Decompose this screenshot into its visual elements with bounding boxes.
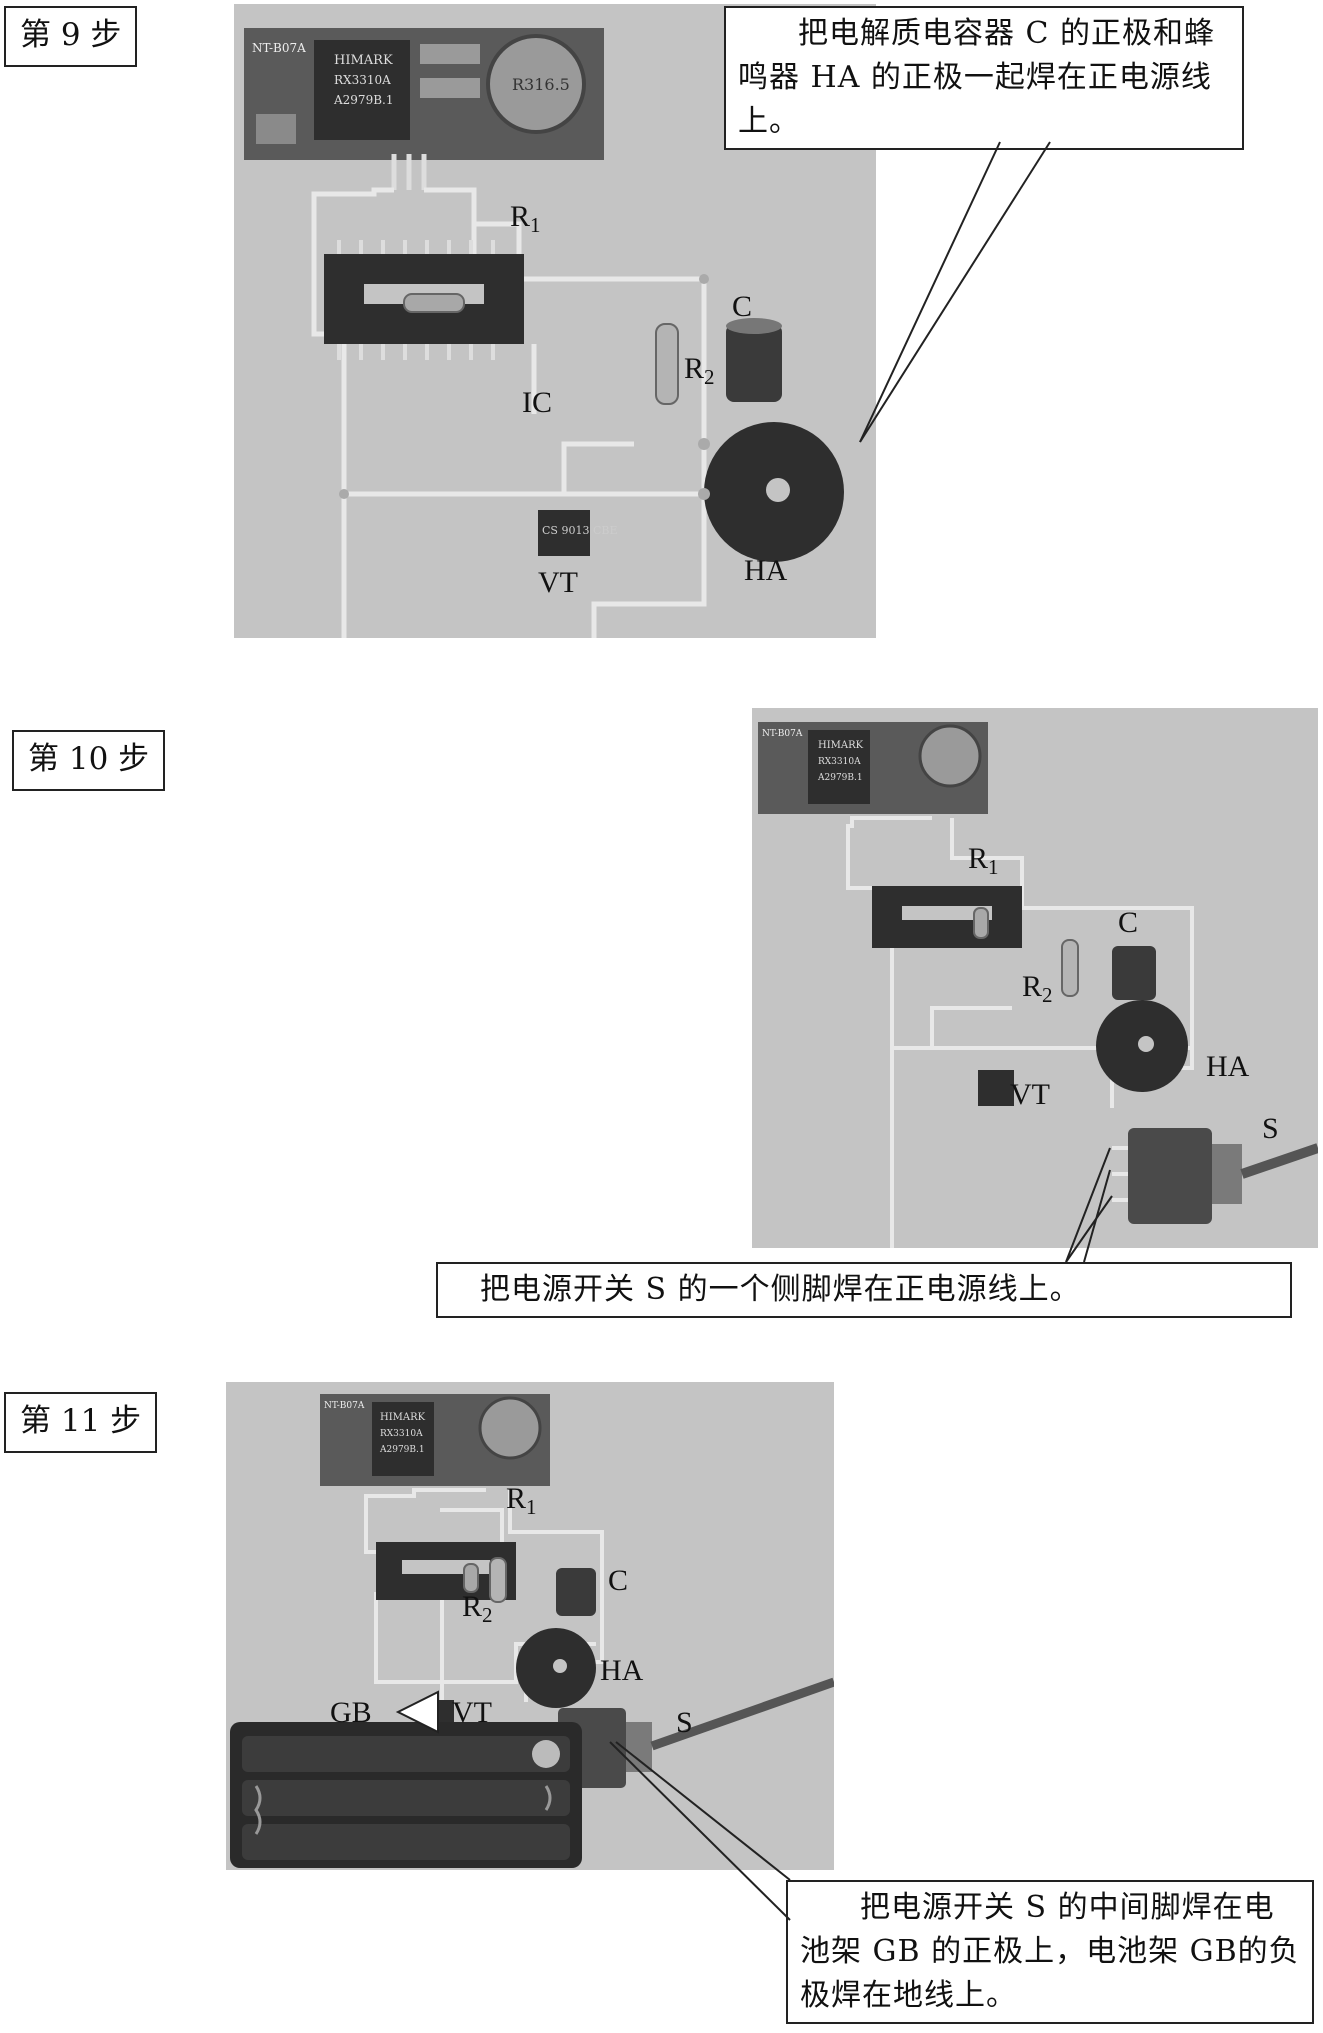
resistor-r1: [973, 907, 989, 939]
module-code-text: A2979B.1: [817, 773, 863, 783]
transistor-vt: [978, 1070, 1014, 1106]
label-ha: HA: [744, 554, 788, 587]
pointer-line: [859, 141, 1001, 443]
step-10-callout: 把电源开关 S 的一个侧脚焊在正电源线上。: [436, 1262, 1292, 1318]
wire: [311, 187, 394, 337]
resistor-r1: [463, 1563, 479, 1593]
resistor-r2: [655, 323, 679, 405]
module-board-text: NT-B07A: [324, 1401, 365, 1411]
label-c: C: [1118, 906, 1139, 939]
label-r1: R1: [968, 842, 999, 879]
label-r2: R2: [1022, 970, 1053, 1007]
label-s: S: [1262, 1112, 1279, 1145]
module-brand-text: HIMARK: [818, 740, 864, 751]
label-r2: R2: [684, 352, 715, 389]
label-r1: R1: [510, 200, 541, 237]
step-9-circuit-illustration: NT-B07A HIMARK RX3310A A2979B.1 R316.5: [244, 28, 844, 638]
label-r1: R1: [506, 1482, 537, 1519]
label-vt: VT: [452, 1696, 492, 1729]
capacitor-c: [1112, 946, 1156, 1000]
label-vt: VT: [1010, 1078, 1050, 1111]
switch-s: [1128, 1128, 1212, 1224]
module-chip-text: RX3310A: [334, 73, 391, 87]
crystal-oscillator: [918, 724, 982, 788]
step-9-label: 第 9 步: [4, 6, 138, 67]
step-10-circuit-illustration: NT-B07A HIMARK RX3310A A2979B.1: [758, 722, 1318, 1248]
label-ha: HA: [600, 1654, 644, 1687]
label-ha: HA: [1206, 1050, 1250, 1083]
label-c: C: [608, 1564, 629, 1597]
crystal-oscillator: [478, 1396, 542, 1460]
module-board-text: NT-B07A: [762, 729, 803, 739]
label-vt: VT: [538, 566, 578, 599]
module-code-text: A2979B.1: [379, 1445, 425, 1455]
crystal-oscillator: [486, 34, 586, 134]
step-11-photo: NT-B07A HIMARK RX3310A A2979B.1 R1 C R2 …: [226, 1382, 834, 1870]
label-r2: R2: [462, 1590, 493, 1627]
resistor-r2: [1061, 939, 1079, 997]
module-chip-text: RX3310A: [818, 757, 861, 767]
resistor-r1: [403, 293, 465, 313]
resistor-r2: [489, 1557, 507, 1603]
module-board-text: NT-B07A: [252, 41, 306, 55]
label-s: S: [676, 1706, 693, 1739]
capacitor-c: [556, 1568, 596, 1616]
step-10-label: 第 10 步: [12, 730, 166, 791]
label-ic: IC: [522, 386, 552, 419]
crystal-text: R316.5: [512, 75, 570, 94]
step-11-circuit-illustration: NT-B07A HIMARK RX3310A A2979B.1: [230, 1394, 834, 1868]
transistor-marking: CS 9013 CBE: [542, 524, 617, 537]
label-c: C: [732, 290, 753, 323]
label-gb: GB: [330, 1696, 372, 1729]
module-brand-text: HIMARK: [334, 53, 393, 68]
module-brand-text: HIMARK: [380, 1412, 426, 1423]
capacitor-c: [726, 324, 782, 402]
step-9-callout: 把电解质电容器 C 的正极和蜂鸣器 HA 的正极一起焊在正电源线上。: [724, 6, 1244, 150]
module-code-text: A2979B.1: [333, 93, 393, 107]
step-10-photo: NT-B07A HIMARK RX3310A A2979B.1 R1 C R2 …: [752, 708, 1318, 1248]
step-11-callout: 把电源开关 S 的中间脚焊在电池架 GB 的正极上，电池架 GB的负极焊在地线上…: [786, 1880, 1314, 2024]
module-chip-text: RX3310A: [380, 1429, 423, 1439]
step-11-label: 第 11 步: [4, 1392, 158, 1453]
transistor-vt: [538, 510, 590, 556]
module-chip: [314, 40, 410, 140]
